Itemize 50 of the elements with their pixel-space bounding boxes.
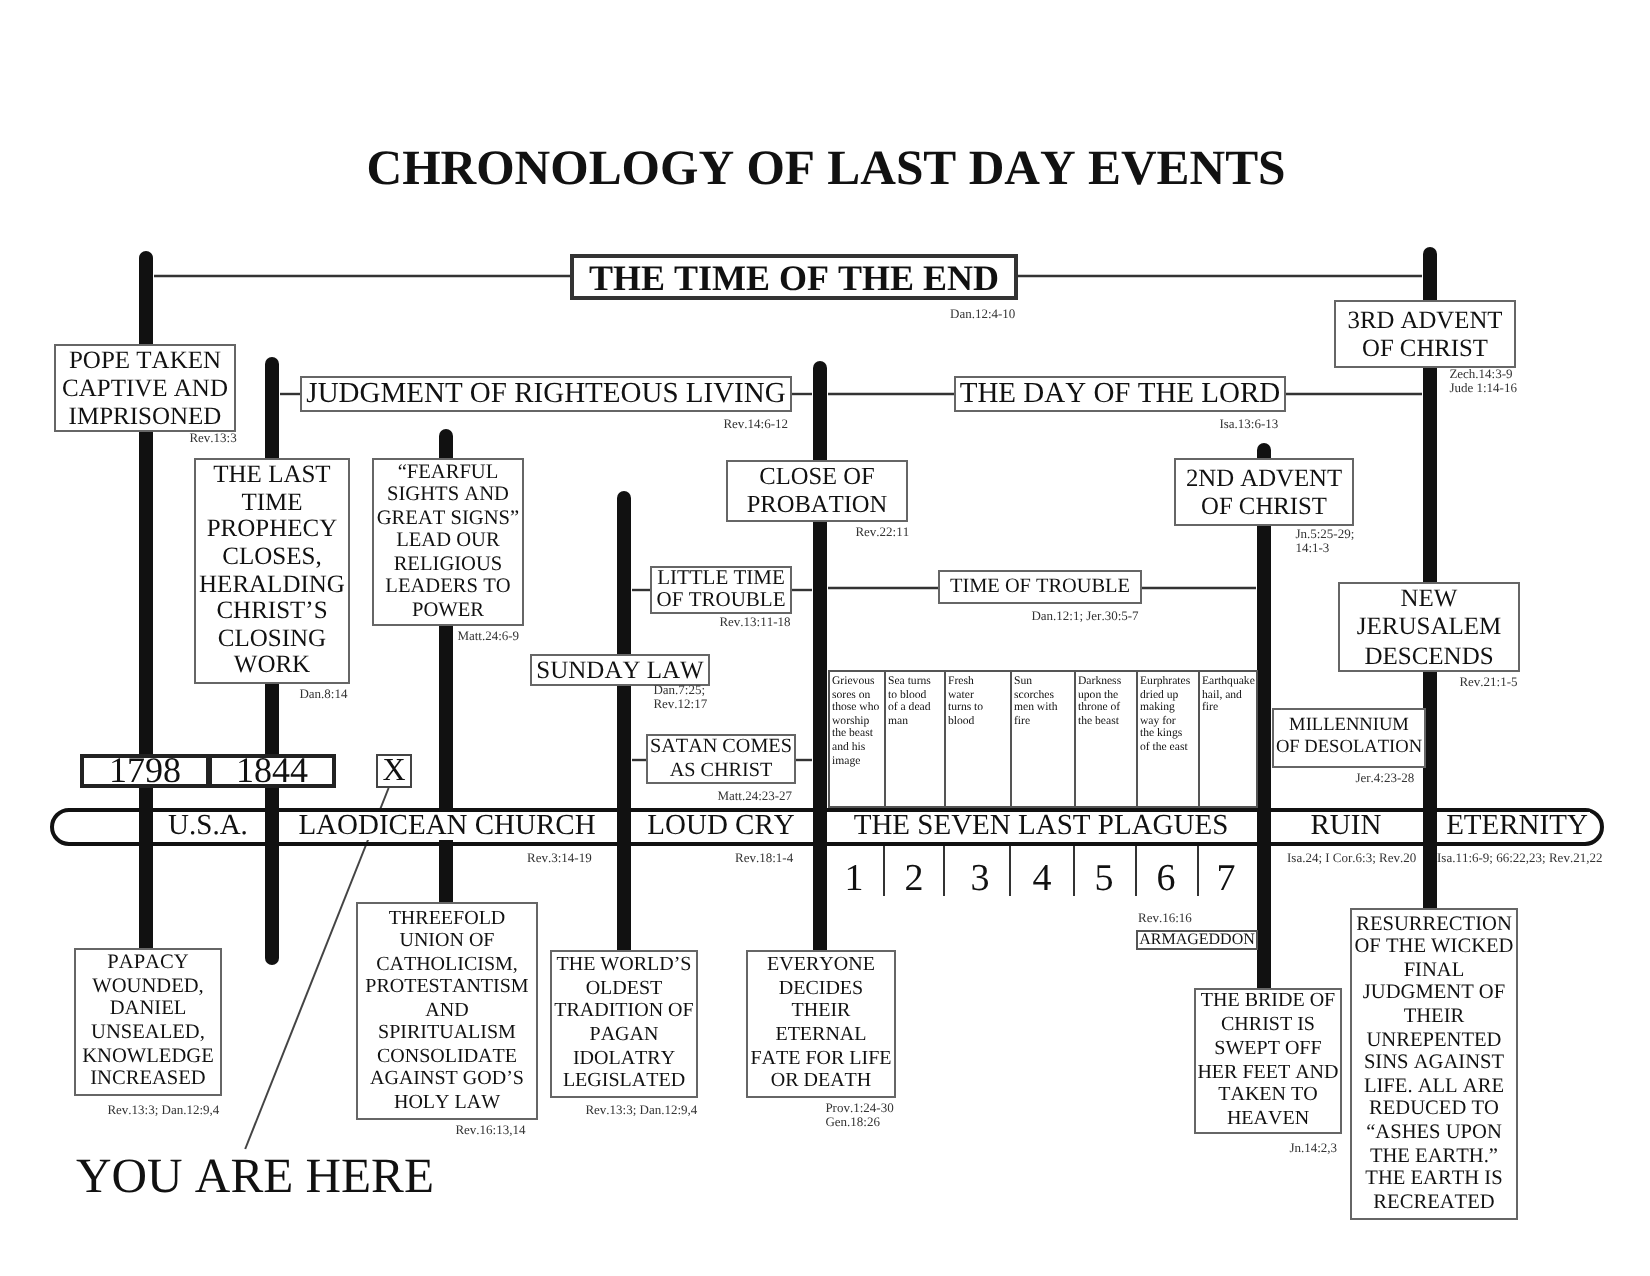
plague-number: 4 xyxy=(1030,860,1054,898)
event-text: ARMAGEDDON xyxy=(1139,932,1255,948)
plague-number: 1 xyxy=(842,860,866,898)
year-box xyxy=(208,754,336,788)
event-text: 3RD ADVENT OF CHRIST xyxy=(1345,306,1505,362)
diagram-title: CHRONOLOGY OF LAST DAY EVENTS xyxy=(366,142,1286,198)
event-text: PAPACY WOUNDED, DANIEL UNSEALED, KNOWLEDGE INCREASED xyxy=(80,951,216,1093)
plague-panel xyxy=(1074,670,1138,808)
plague-panel xyxy=(1136,670,1200,808)
event-text: SATAN COMES AS CHRIST xyxy=(648,736,794,782)
plague-number: 5 xyxy=(1092,860,1116,898)
marker-letter: X xyxy=(380,757,408,785)
event-text: THREEFOLD UNION OF CATHOLICISM, PROTESTANTISM AND SPIRITUALISM CONSOLIDATE AGAINST GOD’S HOLY LAW xyxy=(363,907,531,1115)
plague-panel xyxy=(884,670,946,808)
event-text: THE WORLD’S OLDEST TRADITION OF PAGAN IDOLATRY LEGISLATED xyxy=(552,953,696,1095)
event-text: LITTLE TIME OF TROUBLE xyxy=(654,567,788,613)
year-box xyxy=(80,754,210,788)
plague-panel xyxy=(828,670,886,808)
event-text: 2ND ADVENT OF CHRIST xyxy=(1183,464,1345,520)
event-text: “FEARFUL SIGHTS AND GREAT SIGNS” LEAD OUR RELIGIOUS LEADERS TO POWER xyxy=(374,462,522,622)
event-text: THE BRIDE OF CHRIST IS SWEPT OFF HER FEET AND TAKEN TO HEAVEN xyxy=(1196,990,1340,1132)
event-text: EVERYONE DECIDES THEIR ETERNAL FATE FOR LIFE OR DEATH xyxy=(749,953,893,1095)
event-text: NEW JERUSALEM DESCENDS xyxy=(1354,584,1504,670)
event-text: TIME OF TROUBLE xyxy=(948,574,1132,600)
era-label: ETERNITY xyxy=(1444,812,1590,840)
plague-panel xyxy=(1010,670,1076,808)
plague-panel xyxy=(1198,670,1258,808)
era-label: THE SEVEN LAST PLAGUES xyxy=(851,812,1231,840)
era-label: U.S.A. xyxy=(166,812,250,840)
year-label: 1844 xyxy=(234,756,310,786)
plague-number: 2 xyxy=(902,860,926,898)
era-label: LOUD CRY xyxy=(645,812,797,840)
event-text: THE LAST TIME PROPHECY CLOSES, HERALDING CHRIST’S CLOSING WORK xyxy=(197,462,347,680)
era-label: RUIN xyxy=(1308,812,1384,840)
plague-number: 3 xyxy=(968,860,992,898)
year-label: 1798 xyxy=(107,756,183,786)
event-text: POPE TAKEN CAPTIVE AND IMPRISONED xyxy=(60,346,230,430)
callout-text: YOU ARE HERE xyxy=(76,1149,436,1203)
plague-number: 7 xyxy=(1214,860,1238,898)
period-title: THE TIME OF THE END xyxy=(586,257,1002,297)
event-text: SUNDAY LAW xyxy=(534,656,706,684)
event-text: MILLENNIUM OF DESOLATION xyxy=(1275,715,1423,761)
plague-panel xyxy=(944,670,1012,808)
leader-line xyxy=(244,787,390,1150)
era-label: LAODICEAN CHURCH xyxy=(296,812,598,840)
event-text: THE DAY OF THE LORD xyxy=(958,378,1282,410)
event-text: RESURRECTION OF THE WICKED FINAL JUDGMENT OF THEIR UNREPENTED SINS AGAINST LIFE. ALL ARE REDUCED TO “ASHES UPON THE EARTH.” THE EARTH IS RECREATED xyxy=(1352,913,1516,1215)
event-text: JUDGMENT OF RIGHTEOUS LIVING xyxy=(304,378,788,410)
plague-number: 6 xyxy=(1154,860,1178,898)
event-text: CLOSE OF PROBATION xyxy=(744,464,890,518)
